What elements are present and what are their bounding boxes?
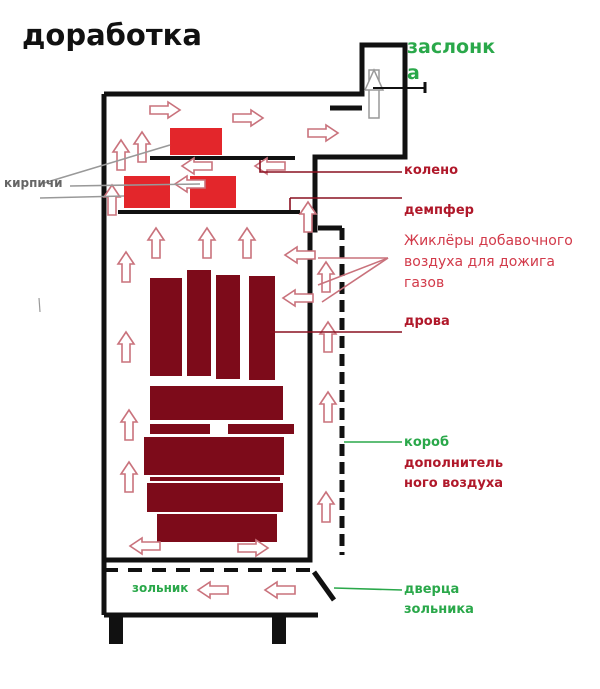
- label-drova: дрова: [404, 314, 450, 329]
- label-dvertsa-line1: дверца: [404, 582, 460, 597]
- label-koleno: колено: [404, 163, 459, 178]
- label-korob-line2: дополнитель: [404, 456, 504, 471]
- label-korob-line1: короб: [404, 435, 450, 450]
- stove-body: [101, 42, 408, 618]
- stray-mark: [38, 297, 41, 313]
- brick-shelves: [118, 156, 300, 214]
- label-dempfer: демпфер: [404, 203, 474, 218]
- label-zaslonka-line1: заслонк: [407, 36, 496, 58]
- label-zhiklery-line1: Жиклёры добавочного: [404, 233, 573, 249]
- diagram-title: доработка: [22, 18, 202, 52]
- label-zaslonka-line2: а: [407, 62, 420, 84]
- flue-damper: [363, 68, 427, 119]
- label-zhiklery-line2: воздуха для дожига: [404, 254, 555, 270]
- leg-right: [272, 616, 286, 644]
- label-zhiklery-line3: газов: [404, 275, 445, 291]
- leader-lines: [39, 144, 403, 591]
- firewood: [144, 270, 294, 542]
- label-dvertsa-line2: зольника: [404, 602, 474, 617]
- label-korob-line3: ного воздуха: [404, 476, 504, 491]
- label-zolnik: зольник: [132, 581, 189, 595]
- leg-left: [109, 616, 123, 644]
- label-kirpichi: кирпичи: [4, 176, 63, 190]
